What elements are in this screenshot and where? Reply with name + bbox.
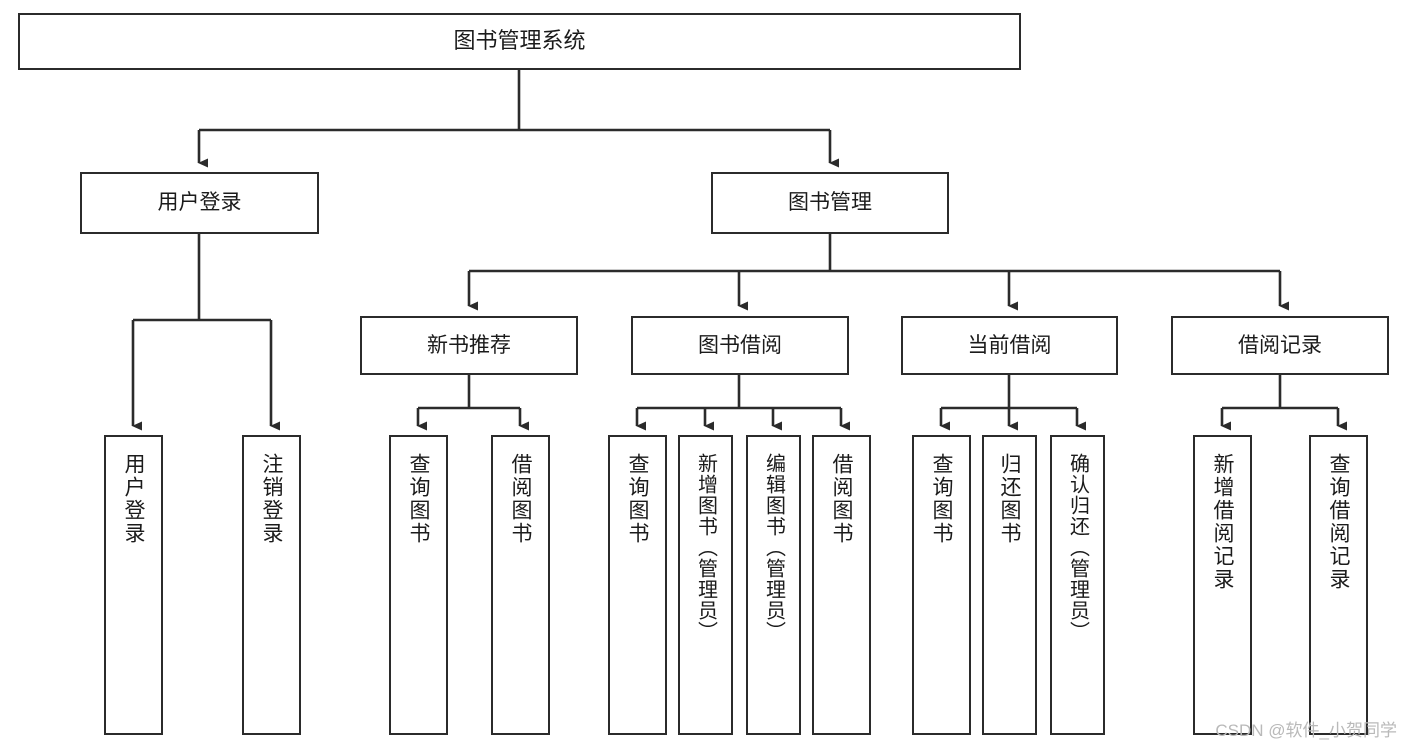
node-label: 图书管理 — [788, 191, 872, 215]
node-label: 图书借阅 — [698, 333, 782, 357]
node-label: 查询图书 — [407, 453, 430, 545]
node-current-borrow[interactable]: 当前借阅 — [901, 316, 1118, 375]
node-label: 确认归还（管理员） — [1066, 453, 1089, 642]
node-label: 用户登录 — [157, 191, 242, 215]
leaf-current-query-book[interactable]: 查询图书 — [912, 435, 971, 735]
node-label: 查询借阅记录 — [1327, 453, 1350, 591]
leaf-current-return-book[interactable]: 归还图书 — [982, 435, 1037, 735]
node-label: 注销登录 — [260, 453, 283, 545]
leaf-current-confirm-return-admin[interactable]: 确认归还（管理员） — [1050, 435, 1105, 735]
leaf-record-query-record[interactable]: 查询借阅记录 — [1309, 435, 1368, 735]
node-label: 编辑图书（管理员） — [762, 453, 785, 642]
leaf-borrow-query-book[interactable]: 查询图书 — [608, 435, 667, 735]
leaf-user-login[interactable]: 用户登录 — [104, 435, 163, 735]
leaf-record-add-record[interactable]: 新增借阅记录 — [1193, 435, 1252, 735]
node-label: 归还图书 — [998, 453, 1021, 545]
csdn-watermark: CSDN @软件_小贺同学 — [1215, 721, 1397, 740]
node-label: 用户登录 — [122, 453, 145, 545]
leaf-newbook-query-book[interactable]: 查询图书 — [389, 435, 448, 735]
node-label: 新书推荐 — [427, 333, 511, 357]
node-label: 借阅图书 — [830, 453, 853, 545]
node-new-book-recommend[interactable]: 新书推荐 — [360, 316, 578, 375]
leaf-borrow-borrow-book[interactable]: 借阅图书 — [812, 435, 871, 735]
node-label: 查询图书 — [930, 453, 953, 545]
node-label: 图书管理系统 — [453, 28, 586, 54]
node-label: 借阅记录 — [1238, 333, 1322, 357]
node-label: 查询图书 — [626, 453, 649, 545]
node-book-borrow[interactable]: 图书借阅 — [631, 316, 849, 375]
node-borrow-record[interactable]: 借阅记录 — [1171, 316, 1389, 375]
leaf-user-logout[interactable]: 注销登录 — [242, 435, 301, 735]
node-label: 新增借阅记录 — [1211, 453, 1234, 591]
node-root-system[interactable]: 图书管理系统 — [18, 13, 1021, 70]
node-label: 借阅图书 — [509, 453, 532, 545]
node-label: 新增图书（管理员） — [694, 453, 717, 642]
leaf-borrow-edit-book-admin[interactable]: 编辑图书（管理员） — [746, 435, 801, 735]
leaf-newbook-borrow-book[interactable]: 借阅图书 — [491, 435, 550, 735]
node-label: 当前借阅 — [967, 333, 1052, 357]
node-user-login[interactable]: 用户登录 — [80, 172, 319, 234]
leaf-borrow-add-book-admin[interactable]: 新增图书（管理员） — [678, 435, 733, 735]
node-book-management[interactable]: 图书管理 — [711, 172, 949, 234]
